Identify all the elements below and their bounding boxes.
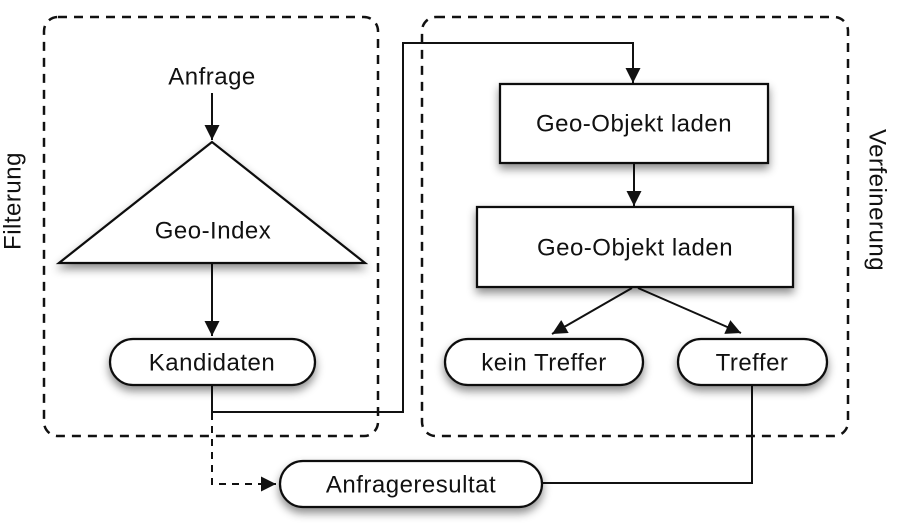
geoobjekt2-to-keintreffer-arrow [551,287,633,335]
kandidaten-to-geoobjekt-connector [211,42,641,413]
geo-objekt-laden-1-node [498,82,770,165]
filterung-section-label: Filterung [0,152,27,250]
geo-objekt-laden-2-label: Geo-Objekt laden [537,235,733,262]
verfeinerung-section-label: Verfeinerung [864,129,891,271]
filterung-section-box [42,15,380,438]
geo-index-label: Geo-Index [155,218,272,245]
treffer-node [676,337,829,387]
treffer-to-anfrageresultat-connector [543,385,753,484]
anfrage-label: Anfrage [168,64,256,91]
treffer-label: Treffer [716,350,789,377]
geo-index-triangle [55,140,369,265]
verfeinerung-section-box [420,15,850,438]
kein-treffer-node [443,337,645,387]
kandidaten-to-anfrageresultat-dashed-arrow [211,413,276,492]
kein-treffer-label: kein Treffer [481,350,607,377]
geo-objekt-laden-1-label: Geo-Objekt laden [536,111,732,138]
geo-objekt-laden-2-node [475,205,795,289]
kandidaten-node [108,337,317,387]
geoobjekt2-to-treffer-arrow [637,287,742,334]
anfrageresultat-node [278,459,544,509]
anfrageresultat-label: Anfrageresultat [326,472,496,499]
kandidaten-label: Kandidaten [149,350,275,377]
